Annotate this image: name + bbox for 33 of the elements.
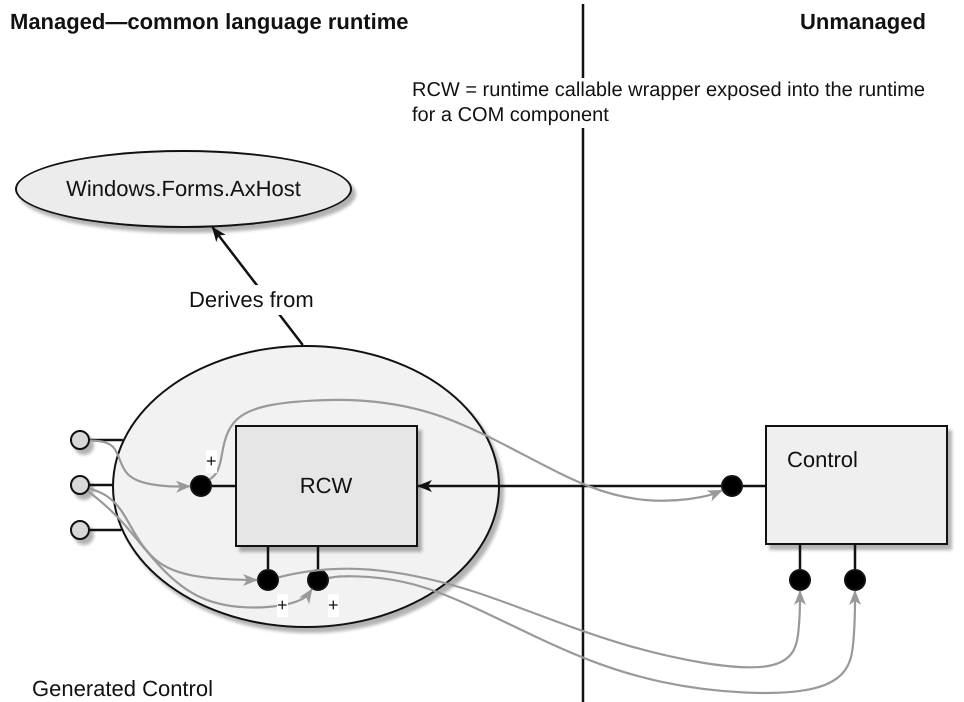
connector-line bbox=[798, 545, 802, 569]
node-label: Control bbox=[787, 447, 858, 472]
arrow bbox=[209, 398, 723, 502]
node-label: RCW bbox=[300, 472, 352, 500]
connector-line bbox=[212, 484, 235, 488]
connector-line bbox=[854, 545, 856, 569]
connector-line bbox=[90, 484, 112, 486]
connector-line bbox=[266, 547, 270, 569]
interface-port bbox=[70, 475, 90, 495]
arrow bbox=[87, 490, 313, 609]
wrapper-box bbox=[234, 424, 418, 546]
connector-line bbox=[316, 547, 320, 569]
arrow bbox=[328, 575, 861, 694]
node-label: Windows.Forms.AxHost bbox=[66, 175, 301, 204]
connector-line bbox=[743, 484, 765, 488]
connection-point bbox=[190, 474, 212, 496]
connector-line bbox=[90, 438, 123, 442]
node-label: Generated Control bbox=[32, 676, 213, 702]
plus-sign: + bbox=[328, 594, 339, 616]
connection-point bbox=[256, 568, 278, 590]
plus-sign: + bbox=[277, 594, 288, 616]
connection-point bbox=[721, 475, 743, 497]
component-box bbox=[765, 425, 948, 545]
connection-point bbox=[844, 569, 866, 591]
connector-line bbox=[90, 528, 122, 532]
arrow bbox=[90, 439, 191, 493]
arrow bbox=[278, 568, 806, 668]
arrow bbox=[417, 480, 721, 492]
connection-point bbox=[789, 569, 811, 591]
plus-sign: + bbox=[206, 450, 217, 472]
interface-port bbox=[70, 520, 90, 540]
arrow bbox=[89, 487, 258, 586]
interface-port bbox=[70, 430, 90, 450]
